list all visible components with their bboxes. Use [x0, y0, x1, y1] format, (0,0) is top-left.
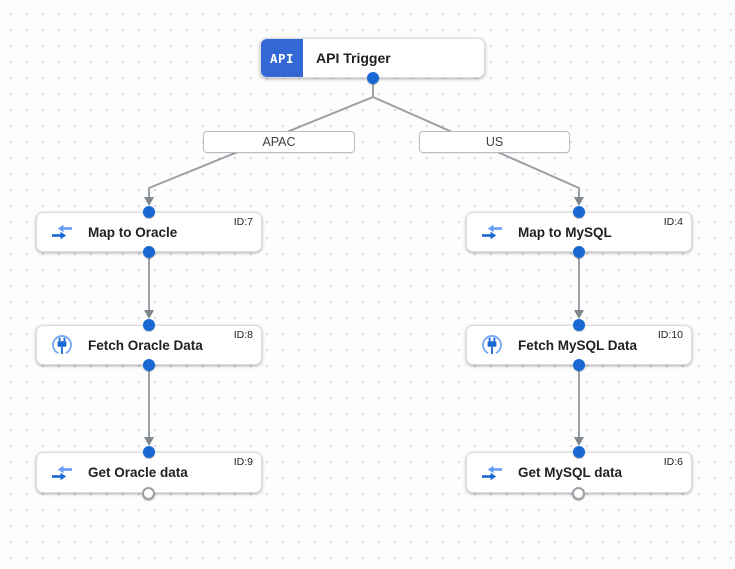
node-id-badge: ID:4 [663, 216, 683, 228]
data-mapping-icon [480, 461, 504, 485]
node-title: Map to Oracle [88, 224, 178, 240]
node-fetch-oracle-data[interactable]: Fetch Oracle Data ID:8 [36, 325, 262, 365]
branch-label-apac[interactable]: APAC [203, 131, 355, 153]
node-id-badge: ID:7 [233, 216, 253, 228]
node-get-mysql-data[interactable]: Get MySQL data ID:6 [466, 452, 692, 493]
data-mapping-icon [50, 220, 74, 244]
arrowhead [574, 437, 584, 446]
connector-icon [480, 333, 504, 357]
branch-label-us[interactable]: US [419, 131, 570, 153]
node-api-trigger[interactable]: API API Trigger [260, 38, 485, 78]
node-id-badge: ID:9 [233, 456, 253, 468]
data-mapping-icon [480, 220, 504, 244]
port-map-mysql-in[interactable] [573, 206, 585, 218]
node-id-badge: ID:10 [657, 329, 683, 341]
node-title: Fetch Oracle Data [88, 337, 203, 353]
connector-icon [50, 333, 74, 357]
node-id-badge: ID:6 [663, 456, 683, 468]
port-get-oracle-terminal[interactable] [142, 487, 155, 500]
port-fetch-oracle-out[interactable] [143, 359, 155, 371]
port-get-mysql-terminal[interactable] [572, 487, 585, 500]
port-fetch-mysql-in[interactable] [573, 319, 585, 331]
port-fetch-oracle-in[interactable] [143, 319, 155, 331]
data-mapping-icon [50, 461, 74, 485]
arrowhead [144, 197, 154, 206]
arrowhead [574, 197, 584, 206]
node-title: Get Oracle data [88, 465, 188, 480]
port-trigger-out[interactable] [367, 72, 379, 84]
port-get-mysql-in[interactable] [573, 446, 585, 458]
node-title: Fetch MySQL Data [518, 337, 638, 353]
port-get-oracle-in[interactable] [143, 446, 155, 458]
port-map-oracle-in[interactable] [143, 206, 155, 218]
trigger-title: API Trigger [316, 50, 391, 66]
arrowhead [144, 310, 154, 319]
node-get-oracle-data[interactable]: Get Oracle data ID:9 [36, 452, 262, 493]
node-fetch-mysql-data[interactable]: Fetch MySQL Data ID:10 [466, 325, 692, 365]
arrowhead [144, 437, 154, 446]
edge-branch-us [372, 96, 580, 197]
node-map-to-oracle[interactable]: Map to Oracle ID:7 [36, 212, 262, 252]
node-title: Get MySQL data [518, 465, 623, 480]
port-fetch-mysql-out[interactable] [573, 359, 585, 371]
node-title: Map to MySQL [518, 224, 612, 240]
port-map-oracle-out[interactable] [143, 246, 155, 258]
arrowhead [574, 310, 584, 319]
node-id-badge: ID:8 [233, 329, 253, 341]
api-badge-icon: API [261, 39, 303, 77]
edge-branch-apac [148, 96, 374, 197]
port-map-mysql-out[interactable] [573, 246, 585, 258]
